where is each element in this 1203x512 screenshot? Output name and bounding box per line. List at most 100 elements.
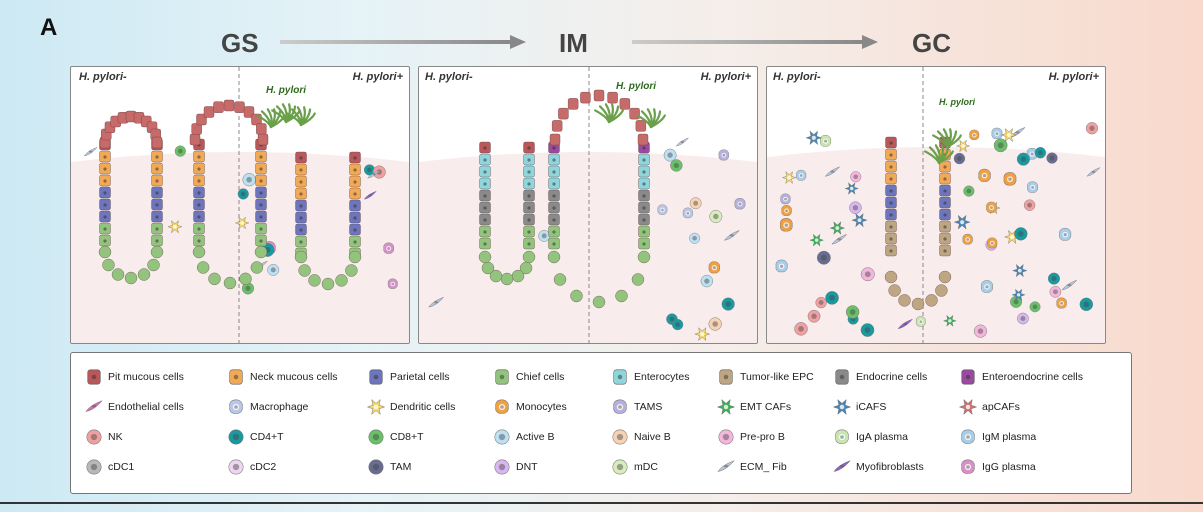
legend-swatch-parietal-cells	[369, 369, 383, 385]
legend-label: IgG plasma	[982, 461, 1036, 473]
legend-item-cdc2: cDC2	[227, 457, 276, 477]
legend-item-tumor-like-epc: Tumor-like EPC	[717, 367, 814, 387]
cell-macrophage	[657, 204, 668, 215]
cell-mdc	[709, 209, 723, 223]
progression-arrow-2	[632, 35, 878, 49]
legend-item-cd4-t: CD4+T	[227, 427, 284, 447]
legend-swatch-nk	[86, 429, 102, 445]
cell-cd8-t	[241, 282, 255, 295]
legend-item-neck-mucous-cells: Neck mucous cells	[227, 367, 338, 387]
cell-icafs	[1011, 288, 1026, 301]
legend-label: Pit mucous cells	[108, 371, 184, 383]
cell-cd4-t	[721, 297, 735, 311]
cell-cd4-t	[860, 323, 875, 337]
tissue-scene-gc	[767, 67, 1105, 343]
legend-label: Endothelial cells	[108, 401, 184, 413]
cell-active-b	[689, 232, 701, 244]
legend-swatch-icafs	[833, 398, 851, 416]
cell-cd4-t	[825, 291, 839, 305]
cell-icafs	[953, 214, 971, 230]
legend-label: Tumor-like EPC	[740, 371, 814, 383]
legend-label: EMT CAFs	[740, 401, 792, 413]
cell-active-b	[663, 148, 677, 162]
legend-item-igg-plasma: IgG plasma	[959, 457, 1036, 477]
epithelial-arch	[189, 99, 269, 146]
legend-item-enterocytes: Enterocytes	[611, 367, 689, 387]
cell-ecm-fib	[824, 166, 841, 177]
legend-label: DNT	[516, 461, 538, 473]
legend-item-endothelial-cells: Endothelial cells	[85, 397, 184, 417]
cell-ecm-fib	[1086, 167, 1101, 177]
legend-swatch-cdc2	[228, 459, 244, 475]
legend-swatch-igg-plasma	[961, 459, 975, 474]
cell-active-b	[538, 230, 551, 242]
legend-item-emt-cafs: EMT CAFs	[717, 397, 791, 417]
cell-naive-b	[708, 317, 722, 331]
cell-tam	[1046, 152, 1058, 164]
cell-cd4-t	[1079, 297, 1094, 312]
legend-swatch-cd4-t	[228, 429, 244, 445]
hp-positive-label-gs: H. pylori+	[352, 71, 403, 83]
legend-item-apcafs: apCAFs	[959, 397, 1020, 417]
lamina-propria	[419, 152, 757, 343]
cell-nk	[1085, 122, 1099, 135]
cell-cd4-t	[1034, 147, 1047, 159]
cell-nk	[1023, 199, 1036, 211]
cell-cd8-t	[963, 185, 975, 197]
epithelial-arch	[99, 110, 163, 149]
legend-item-tam: TAM	[367, 457, 411, 477]
legend-swatch-apcafs	[959, 398, 977, 416]
hp-bacteria	[924, 144, 954, 165]
legend-swatch-pit-mucous-cells	[87, 369, 101, 385]
cell-naive-b	[689, 197, 702, 210]
cell-igm-plasma	[1027, 181, 1039, 193]
cell-tams	[780, 193, 791, 205]
legend-label: CD4+T	[250, 431, 284, 443]
cell-pre-pro-b	[1049, 285, 1062, 298]
legend-swatch-endothelial-cells	[85, 400, 103, 412]
cell-nk	[815, 296, 827, 309]
legend-label: apCAFs	[982, 401, 1020, 413]
legend-item-active-b: Active B	[493, 427, 555, 447]
legend-item-icafs: iCAFS	[833, 397, 886, 417]
legend-label: ECM_ Fib	[740, 461, 787, 473]
legend-swatch-neck-mucous-cells	[229, 369, 243, 385]
panel-label: A	[40, 14, 58, 41]
cell-active-b	[267, 263, 280, 276]
cell-pre-pro-b	[973, 324, 988, 338]
cell-cd4-t	[1016, 152, 1030, 166]
cell-dnt	[849, 201, 862, 214]
panel-gc: H. pylori- H. pylori+ H. pylori	[766, 66, 1106, 344]
legend-swatch-pre-pro-b	[718, 429, 734, 445]
cell-emt-cafs	[829, 221, 846, 235]
legend-label: Myofibroblasts	[856, 461, 924, 473]
hp-bacteria	[286, 106, 316, 127]
cell-cd4-t	[1047, 272, 1060, 285]
cell-icafs	[1012, 263, 1028, 278]
cell-igg-plasma	[383, 242, 395, 254]
legend-swatch-monocytes	[495, 399, 509, 414]
legend-label: Neck mucous cells	[250, 371, 338, 383]
cell-ecm-fib	[1061, 279, 1078, 291]
legend-swatch-cd8-t	[368, 429, 384, 445]
cell-monocytes	[708, 261, 721, 274]
cell-iga-plasma	[915, 316, 926, 327]
legend-item-enteroendocrine-cells: Enteroendocrine cells	[959, 367, 1083, 387]
hp-bacteria	[932, 128, 962, 149]
cell-cd8-t	[845, 305, 860, 319]
hp-negative-label-im: H. pylori-	[425, 71, 473, 83]
legend-swatch-dnt	[494, 459, 510, 475]
cell-monocytes	[962, 233, 973, 245]
cell-cd8-t	[174, 145, 186, 157]
cell-monocytes	[781, 205, 792, 216]
bottom-divider	[0, 502, 1203, 504]
cell-igm-plasma	[991, 127, 1003, 140]
cell-myofibroblasts	[897, 318, 914, 329]
legend-label: IgM plasma	[982, 431, 1037, 443]
gastric-gland	[294, 151, 362, 291]
hp-bacteria	[594, 103, 624, 124]
cell-cd8-t	[993, 138, 1008, 153]
gastric-gland	[478, 141, 536, 286]
panel-im: H. pylori- H. pylori+ H. pylori	[418, 66, 758, 344]
cell-icafs	[851, 213, 868, 228]
